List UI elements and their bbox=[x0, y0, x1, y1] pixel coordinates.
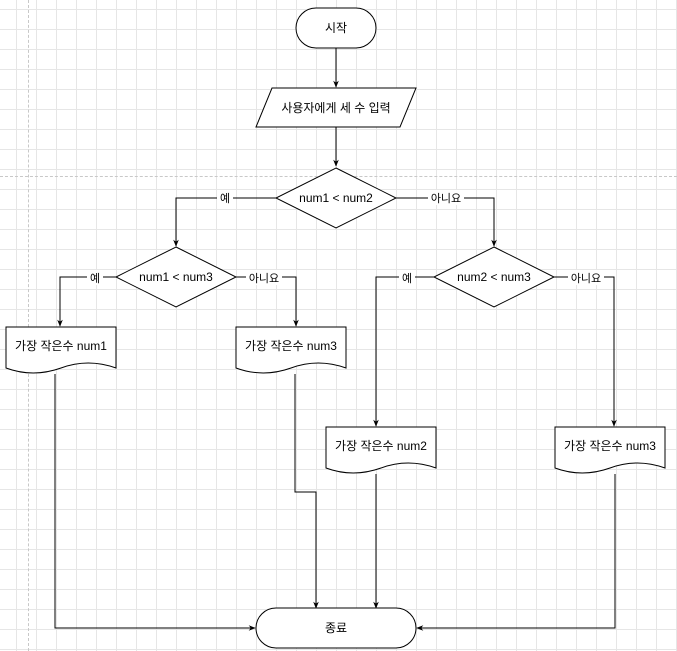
edge-label-right-yes: 예 bbox=[402, 272, 412, 285]
output-num3-right-label: 가장 작은수 num3 bbox=[564, 439, 656, 453]
edge-root-no[interactable] bbox=[396, 197, 497, 247]
edge-num1-to-end[interactable] bbox=[54, 374, 256, 631]
edge-num3-left-to-end[interactable] bbox=[294, 374, 319, 609]
edges bbox=[54, 48, 617, 631]
output-num1-label: 가장 작은수 num1 bbox=[15, 339, 107, 353]
decision-root[interactable]: num1 < num2 bbox=[274, 167, 398, 229]
end-label: 종료 bbox=[325, 621, 347, 635]
edge-label-right-no: 아니요 bbox=[571, 272, 601, 285]
edge-right-yes[interactable] bbox=[373, 276, 434, 427]
edge-label-root-yes: 예 bbox=[220, 192, 230, 205]
edge-right-no[interactable] bbox=[554, 276, 617, 427]
decision-left[interactable]: num1 < num3 bbox=[114, 246, 238, 308]
input-label: 사용자에게 세 수 입력 bbox=[281, 101, 390, 115]
output-num2[interactable]: 가장 작은수 num2 bbox=[325, 426, 437, 474]
edge-label-left-yes: 예 bbox=[90, 272, 100, 285]
start-node[interactable]: 시작 bbox=[295, 7, 377, 49]
edge-root-yes[interactable] bbox=[173, 197, 276, 247]
decision-root-label: num1 < num2 bbox=[299, 191, 373, 205]
output-num3-left-label: 가장 작은수 num3 bbox=[245, 339, 337, 353]
end-node[interactable]: 종료 bbox=[255, 607, 417, 649]
output-num3-left[interactable]: 가장 작은수 num3 bbox=[235, 326, 347, 374]
edge-num3-right-to-end[interactable] bbox=[416, 474, 616, 631]
decision-left-label: num1 < num3 bbox=[139, 270, 213, 284]
start-label: 시작 bbox=[325, 21, 347, 35]
output-num3-right[interactable]: 가장 작은수 num3 bbox=[554, 426, 666, 474]
output-num2-label: 가장 작은수 num2 bbox=[335, 439, 427, 453]
decision-right-label: num2 < num3 bbox=[457, 270, 531, 284]
edge-labels: 예 아니요 예 아니요 예 아니요 bbox=[87, 190, 604, 285]
edge-label-root-no: 아니요 bbox=[431, 192, 461, 205]
decision-right[interactable]: num2 < num3 bbox=[432, 246, 556, 308]
page-break-vertical bbox=[28, 0, 29, 651]
edge-label-left-no: 아니요 bbox=[249, 272, 279, 285]
output-num1[interactable]: 가장 작은수 num1 bbox=[5, 326, 117, 374]
input-node[interactable]: 사용자에게 세 수 입력 bbox=[255, 87, 417, 128]
